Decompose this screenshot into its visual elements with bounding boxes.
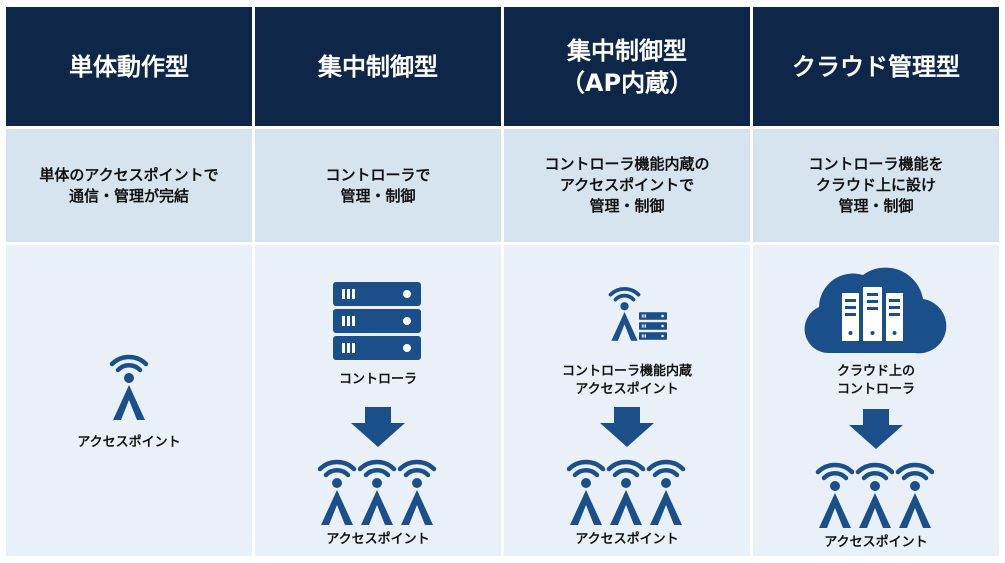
access-point-icon bbox=[606, 455, 646, 525]
access-point-icon bbox=[109, 350, 149, 420]
access-point-icon bbox=[815, 458, 855, 528]
column-description: 単体のアクセスポイントで 通信・管理が完結 bbox=[6, 129, 252, 242]
access-point-icon bbox=[357, 455, 397, 525]
column-illustration: コントローラ アクセスポイント bbox=[255, 245, 501, 556]
ap-label: アクセスポイント bbox=[824, 535, 928, 550]
comparison-table: 単体動作型 単体のアクセスポイントで 通信・管理が完結 アクセスポイント 集中制… bbox=[6, 7, 999, 556]
arrow-down-icon bbox=[351, 407, 405, 447]
controller-label: コントローラ機能内蔵 アクセスポイント bbox=[561, 364, 692, 397]
column-header: 単体動作型 bbox=[6, 7, 252, 126]
column-header: 集中制御型 bbox=[255, 7, 501, 126]
server-icon bbox=[333, 336, 421, 360]
column-description: コントローラ機能を クラウド上に設け 管理・制御 bbox=[753, 129, 999, 242]
server-icon bbox=[333, 282, 421, 306]
column-centralized: 集中制御型 コントローラで 管理・制御 コントローラ アクセスポイント bbox=[255, 7, 501, 556]
access-point-icon bbox=[855, 458, 895, 528]
ap-label: アクセスポイント bbox=[77, 435, 181, 450]
server-icon bbox=[639, 322, 667, 330]
server-icon bbox=[639, 332, 667, 340]
ap-label: アクセスポイント bbox=[575, 532, 679, 547]
column-illustration: コントローラ機能内蔵 アクセスポイント アクセスポイント bbox=[504, 245, 750, 556]
controller-label: クラウド上の コントローラ bbox=[836, 364, 915, 397]
ap-label: アクセスポイント bbox=[326, 532, 430, 547]
column-illustration: クラウド上の コントローラ アクセスポイント bbox=[753, 245, 999, 556]
access-point-icon bbox=[317, 455, 357, 525]
access-point-icon bbox=[566, 455, 606, 525]
column-header: 集中制御型 （AP内蔵） bbox=[504, 7, 750, 126]
access-point-icon bbox=[608, 283, 641, 341]
column-standalone: 単体動作型 単体のアクセスポイントで 通信・管理が完結 アクセスポイント bbox=[6, 7, 252, 556]
controller-label: コントローラ bbox=[338, 372, 417, 387]
arrow-down-icon bbox=[600, 407, 654, 447]
column-centralized-ap-builtin: 集中制御型 （AP内蔵） コントローラ機能内蔵の アクセスポイントで 管理・制御… bbox=[504, 7, 750, 556]
column-header: クラウド管理型 bbox=[753, 7, 999, 126]
access-point-icon bbox=[646, 455, 686, 525]
server-icon bbox=[333, 309, 421, 333]
server-icon bbox=[639, 312, 667, 320]
column-description: コントローラ機能内蔵の アクセスポイントで 管理・制御 bbox=[504, 129, 750, 242]
arrow-down-icon bbox=[849, 409, 903, 449]
column-cloud-managed: クラウド管理型 コントローラ機能を クラウド上に設け 管理・制御 クラウド上の … bbox=[753, 7, 999, 556]
column-description: コントローラで 管理・制御 bbox=[255, 129, 501, 242]
cloud-server-icon bbox=[804, 267, 947, 354]
column-illustration: アクセスポイント bbox=[6, 245, 252, 556]
access-point-icon bbox=[397, 455, 437, 525]
access-point-icon bbox=[895, 458, 935, 528]
